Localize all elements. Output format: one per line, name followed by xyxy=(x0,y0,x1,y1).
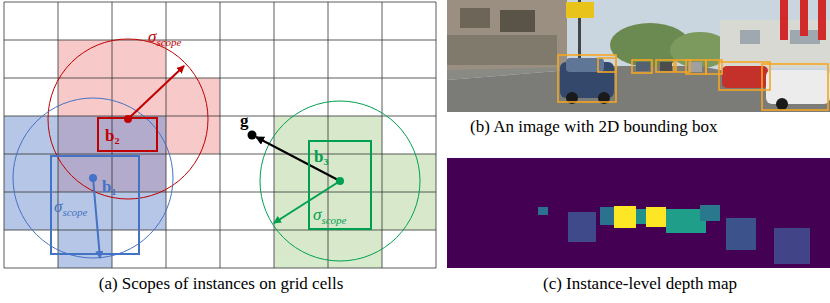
sigma-subscript: scope xyxy=(321,214,346,226)
sigma-symbol: σ xyxy=(313,206,321,225)
sigma-symbol: σ xyxy=(148,28,156,47)
radius-arrow xyxy=(93,178,100,258)
sigma-symbol: σ xyxy=(54,198,62,217)
sigma-subscript: scope xyxy=(156,36,181,48)
scope-circle xyxy=(48,39,208,199)
offset-arrow xyxy=(256,137,340,181)
panel-caption: (b) An image with 2D bounding box xyxy=(470,118,717,137)
panel-caption: (a) Scopes of instances on grid cells xyxy=(99,275,344,294)
instance-box: b₁ xyxy=(50,155,140,255)
point-label: g xyxy=(240,112,249,131)
instance-box: b₂ xyxy=(97,117,158,152)
box-label: b₁ xyxy=(102,178,117,197)
grid-lines xyxy=(4,2,436,268)
box-label: b₃ xyxy=(314,148,329,167)
street-photo xyxy=(447,0,830,112)
point-g-dot xyxy=(248,131,257,140)
box-label: b₂ xyxy=(105,127,120,146)
center-dot xyxy=(89,174,97,182)
depth-map xyxy=(447,158,830,268)
sigma-subscript: scope xyxy=(62,206,87,218)
center-dot xyxy=(336,177,344,185)
panel-caption: (c) Instance-level depth map xyxy=(543,275,737,294)
scope-circle xyxy=(260,101,420,261)
scope-circle xyxy=(13,98,173,258)
radius-arrow xyxy=(128,66,184,119)
